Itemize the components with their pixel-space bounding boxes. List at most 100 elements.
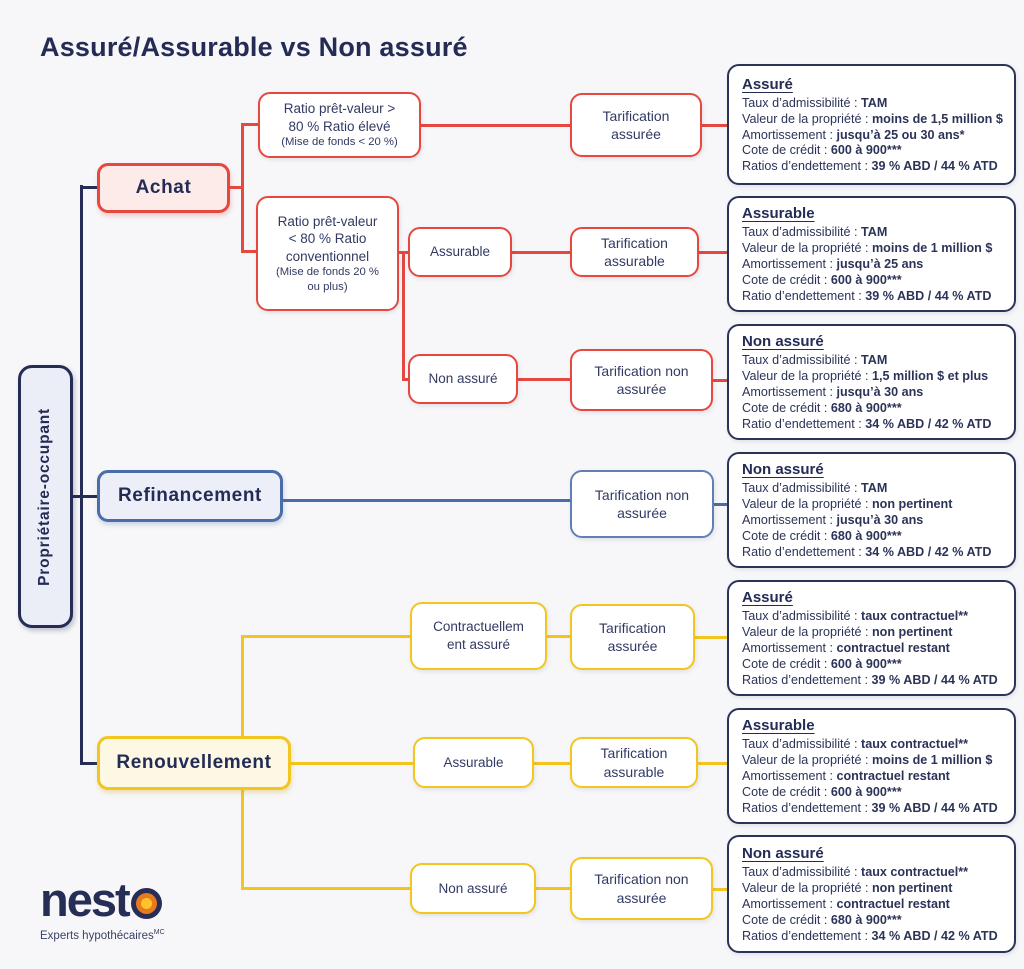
card-row: Taux d’admissibilité : taux contractuel*… bbox=[742, 865, 969, 880]
nesto-logo-text: nest bbox=[40, 873, 131, 926]
connector-line bbox=[241, 250, 256, 253]
node-label: Tarification assurable bbox=[600, 745, 668, 780]
node-proprietaire-occupant: Propriétaire-occupant bbox=[18, 365, 73, 628]
node-note: (Mise de fonds 20 % bbox=[276, 266, 379, 279]
card-row: Valeur de la propriété : 1,5 million $ e… bbox=[742, 369, 989, 384]
card-row: Valeur de la propriété : moins de 1,5 mi… bbox=[742, 111, 1003, 126]
connector-line bbox=[700, 124, 727, 127]
card-title: Non assuré bbox=[742, 333, 824, 351]
connector-line bbox=[697, 251, 727, 254]
connector-line bbox=[711, 379, 727, 382]
connector-line bbox=[712, 503, 727, 506]
node-label: Tarification non assurée bbox=[594, 362, 689, 397]
node-tarification-non-assuree-refi: Tarification non assurée bbox=[570, 470, 714, 538]
connector-line bbox=[510, 251, 570, 254]
card-renou-assure: Assuré Taux d’admissibilité : taux contr… bbox=[727, 580, 1016, 696]
node-label: Assurable bbox=[429, 244, 491, 260]
node-line: ent assuré bbox=[446, 637, 511, 652]
connector-line bbox=[546, 635, 570, 638]
node-achat-assurable: Assurable bbox=[408, 227, 512, 277]
node-refinancement: Refinancement bbox=[97, 470, 283, 522]
connector-line bbox=[402, 378, 410, 381]
node-label: Achat bbox=[135, 176, 192, 198]
connector-line bbox=[228, 186, 244, 189]
node-label: Tarification assurée bbox=[599, 619, 666, 654]
connector-line bbox=[241, 887, 410, 890]
connector-line bbox=[80, 762, 100, 765]
node-line: 80 % Ratio élevé bbox=[288, 118, 391, 134]
card-row: Valeur de la propriété : non pertinent bbox=[742, 881, 953, 896]
connector-line bbox=[694, 636, 727, 639]
card-row: Taux d’admissibilité : taux contractuel*… bbox=[742, 737, 969, 752]
node-label: Propriétaire-occupant bbox=[36, 407, 54, 586]
tagline-tm: MC bbox=[153, 929, 165, 936]
node-line: Contractuellem bbox=[433, 619, 524, 635]
connector-line bbox=[241, 635, 410, 638]
node-label: Tarification assurable bbox=[601, 234, 668, 269]
node-ratio-eleve: Ratio prêt-valeur > 80 % Ratio élevé (Mi… bbox=[258, 92, 421, 158]
nesto-logo-row: nest bbox=[40, 876, 165, 923]
card-title: Assuré bbox=[742, 589, 793, 607]
card-rows: Taux d’admissibilité : taux contractuel*… bbox=[742, 737, 1001, 816]
card-row: Ratios d’endettement : 39 % ABD / 44 % A… bbox=[742, 800, 998, 815]
card-row: Cote de crédit : 600 à 900*** bbox=[742, 784, 902, 799]
node-tarification-non-assuree-achat: Tarification non assurée bbox=[570, 349, 713, 411]
node-line: Ratio prêt-valeur bbox=[277, 213, 378, 229]
card-row: Valeur de la propriété : moins de 1 mill… bbox=[742, 241, 993, 256]
card-row: Cote de crédit : 680 à 900*** bbox=[742, 528, 902, 543]
connector-line bbox=[535, 887, 570, 890]
card-row: Amortissement : contractuel restant bbox=[742, 769, 950, 784]
node-label: Non assuré bbox=[438, 880, 508, 896]
node-note: ou plus) bbox=[307, 280, 348, 293]
node-label: Renouvellement bbox=[116, 751, 272, 773]
node-line: conventionnel bbox=[285, 248, 370, 264]
card-row: Amortissement : jusqu’à 25 ou 30 ans* bbox=[742, 127, 965, 142]
tagline-text: Experts hypothécaires bbox=[40, 929, 154, 942]
connector-line bbox=[533, 762, 570, 765]
node-label: Non assuré bbox=[428, 371, 498, 387]
card-title: Non assuré bbox=[742, 461, 824, 479]
card-row: Taux d’admissibilité : TAM bbox=[742, 95, 888, 110]
node-label: Refinancement bbox=[117, 484, 262, 506]
nesto-tagline: Experts hypothécairesMC bbox=[40, 929, 165, 942]
card-title: Non assuré bbox=[742, 845, 824, 863]
page-title: Assuré/Assurable vs Non assuré bbox=[40, 32, 468, 62]
node-tarification-assuree-achat: Tarification assurée bbox=[570, 93, 702, 157]
card-row: Taux d’admissibilité : taux contractuel*… bbox=[742, 609, 969, 624]
card-row: Ratios d’endettement : 39 % ABD / 44 % A… bbox=[742, 159, 998, 174]
node-ratio-conventionnel: Ratio prêt-valeur < 80 % Ratio conventio… bbox=[256, 196, 399, 311]
node-contractuellement-assure: Contractuellem ent assuré bbox=[410, 602, 547, 670]
node-renou-assurable: Assurable bbox=[413, 737, 534, 788]
card-row: Amortissement : jusqu’à 25 ans bbox=[742, 257, 924, 272]
connector-line bbox=[80, 185, 83, 765]
card-rows: Taux d’admissibilité : taux contractuel*… bbox=[742, 609, 1001, 688]
card-row: Taux d’admissibilité : TAM bbox=[742, 353, 888, 368]
nesto-logo-o-center bbox=[140, 898, 152, 909]
card-row: Cote de crédit : 600 à 900*** bbox=[742, 656, 902, 671]
node-tarification-assuree-renou: Tarification assurée bbox=[570, 604, 695, 670]
connector-line bbox=[73, 495, 100, 498]
card-title: Assurable bbox=[742, 717, 815, 735]
node-achat-non-assure: Non assuré bbox=[408, 354, 518, 404]
node-tarification-non-assuree-renou: Tarification non assurée bbox=[570, 857, 713, 920]
card-row: Amortissement : jusqu’à 30 ans bbox=[742, 513, 924, 528]
connector-line bbox=[241, 123, 258, 126]
card-title: Assuré bbox=[742, 75, 793, 93]
card-row: Cote de crédit : 600 à 900*** bbox=[742, 143, 902, 158]
connector-line bbox=[516, 378, 570, 381]
card-row: Valeur de la propriété : moins de 1 mill… bbox=[742, 753, 993, 768]
connector-line bbox=[402, 251, 405, 379]
card-row: Cote de crédit : 680 à 900*** bbox=[742, 400, 902, 415]
card-row: Cote de crédit : 600 à 900*** bbox=[742, 272, 902, 287]
connector-line bbox=[289, 762, 413, 765]
card-row: Valeur de la propriété : non pertinent bbox=[742, 497, 953, 512]
card-row: Taux d’admissibilité : TAM bbox=[742, 225, 888, 240]
card-renou-non-assure: Non assuré Taux d’admissibilité : taux c… bbox=[727, 835, 1016, 953]
